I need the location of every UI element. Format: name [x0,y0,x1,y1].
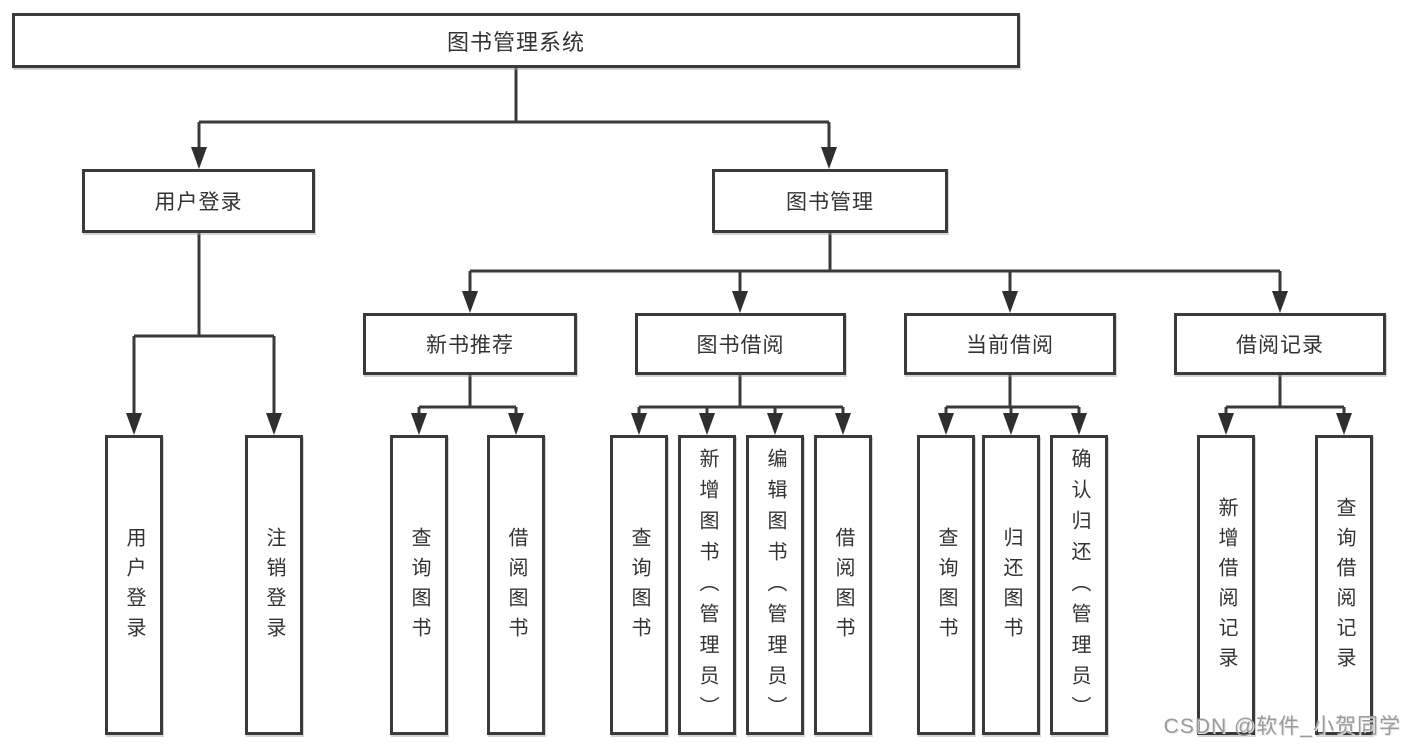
arrowheads [126,147,1352,435]
leaf-borrow-books: 借阅图书 [814,435,872,735]
leaf-return-book: 归还图书 [982,435,1040,735]
leaf-query-books-current: 查询图书 [917,435,975,735]
leaf-borrow-books-recommend: 借阅图书 [487,435,545,735]
leaf-logout: 注销登录 [245,435,303,735]
leaf-edit-book-admin: 编辑图书（管理员） [746,435,804,735]
node-book-management: 图书管理 [712,169,948,233]
leaf-add-borrow-record: 新增借阅记录 [1197,435,1255,735]
node-book-borrow: 图书借阅 [635,313,846,375]
leaf-query-books-recommend: 查询图书 [390,435,448,735]
node-user-login: 用户登录 [82,169,315,233]
node-new-book-recommend: 新书推荐 [363,313,577,375]
node-current-borrow: 当前借阅 [904,313,1116,375]
leaf-user-login: 用户登录 [105,435,163,735]
leaf-add-book-admin: 新增图书（管理员） [678,435,736,735]
leaf-query-borrow-record: 查询借阅记录 [1315,435,1373,735]
leaf-query-books-borrow: 查询图书 [610,435,668,735]
watermark: CSDN @软件_小贺同学 [1163,715,1401,738]
leaf-confirm-return-admin: 确认归还（管理员） [1050,435,1108,735]
node-borrow-records: 借阅记录 [1174,313,1386,375]
node-library-management-system: 图书管理系统 [12,13,1020,68]
